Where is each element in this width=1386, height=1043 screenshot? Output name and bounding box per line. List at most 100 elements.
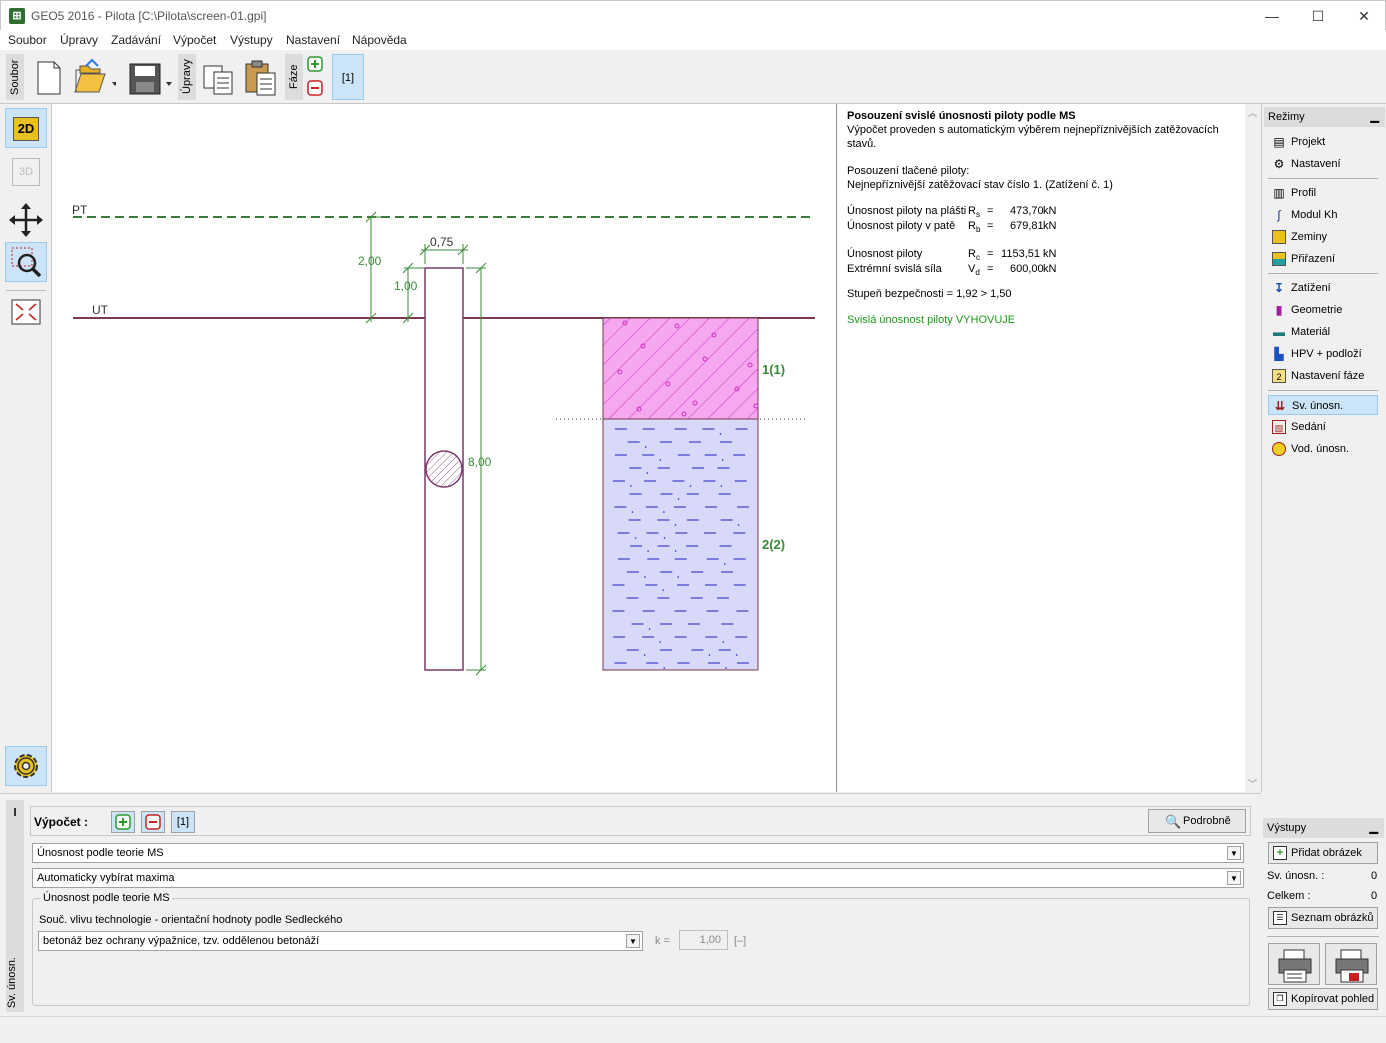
soil-dot bbox=[659, 641, 661, 643]
soil-layer-2 bbox=[602, 418, 759, 671]
method-select[interactable]: Únosnost podle teorie MS ▼ bbox=[32, 843, 1244, 863]
soil-dot bbox=[677, 576, 679, 578]
mode-sedani[interactable]: ▧Sedání bbox=[1268, 417, 1378, 437]
soil-dot bbox=[722, 641, 725, 643]
mode-vod-unosn[interactable]: Vod. únosn. bbox=[1268, 439, 1378, 459]
copy-data-icon[interactable] bbox=[200, 56, 238, 98]
print-pdf-button[interactable] bbox=[1325, 943, 1377, 985]
menu-zadavani[interactable]: Zadávání bbox=[111, 33, 162, 47]
pin-icon[interactable] bbox=[14, 808, 16, 816]
pile-cross-section bbox=[425, 450, 463, 488]
soil-dot bbox=[719, 433, 722, 435]
paste-data-icon[interactable] bbox=[242, 56, 280, 98]
rb-value: 679,81 bbox=[1010, 220, 1044, 232]
mode-material[interactable]: ▬Materiál bbox=[1268, 322, 1378, 342]
move-icon[interactable] bbox=[5, 200, 47, 240]
remove-calculation-button[interactable] bbox=[141, 811, 165, 833]
soil-dot bbox=[662, 589, 665, 591]
results-scrollbar[interactable]: ︿ ﹀ bbox=[1245, 104, 1260, 792]
add-phase-icon[interactable] bbox=[307, 56, 323, 72]
mode-prirazeni[interactable]: Přiřazení bbox=[1268, 249, 1378, 269]
mode-modul-kh[interactable]: ∫Modul Kh bbox=[1268, 205, 1378, 225]
menu-soubor[interactable]: Soubor bbox=[8, 33, 47, 47]
collapse-icon[interactable]: ▁ bbox=[1370, 111, 1379, 123]
soil-dot bbox=[663, 667, 666, 669]
zoom-extents-icon[interactable] bbox=[5, 292, 47, 332]
menu-vypocet[interactable]: Výpočet bbox=[173, 33, 217, 47]
load-icon: ↧ bbox=[1273, 281, 1285, 295]
collapse-icon[interactable]: ▁ bbox=[1369, 822, 1378, 834]
menu-upravy[interactable]: Úpravy bbox=[60, 33, 99, 47]
outputs-separator bbox=[1267, 936, 1379, 937]
mode-hpv-podlozi[interactable]: ▙HPV + podloží bbox=[1268, 344, 1378, 364]
mode-zeminy[interactable]: Zeminy bbox=[1268, 227, 1378, 247]
toolbar-group-file: Soubor bbox=[6, 54, 24, 100]
menu-vystupy[interactable]: Výstupy bbox=[230, 33, 273, 47]
mode-label: Přiřazení bbox=[1291, 253, 1336, 265]
modes-panel: Režimy ▁ ▤Projekt ⚙Nastavení ▥Profil ∫Mo… bbox=[1261, 104, 1386, 792]
soil-layer-1-label: 1(1) bbox=[762, 362, 785, 377]
minimize-button[interactable]: — bbox=[1265, 8, 1279, 24]
modulus-icon: ∫ bbox=[1277, 208, 1281, 222]
mode-projekt[interactable]: ▤Projekt bbox=[1268, 132, 1378, 152]
modes-separator bbox=[1268, 178, 1378, 179]
drawing-canvas[interactable]: PT UT 2,00 1,00 0,75 bbox=[52, 104, 837, 792]
details-button[interactable]: 🔍 Podrobně bbox=[1148, 809, 1246, 833]
new-file-icon[interactable] bbox=[30, 56, 68, 98]
chevron-down-icon[interactable]: ▼ bbox=[1227, 871, 1241, 885]
mode-sv-unosn[interactable]: ⇊Sv. únosn. bbox=[1268, 395, 1378, 415]
menu-nastaveni[interactable]: Nastavení bbox=[286, 33, 341, 47]
rb-unit: kN bbox=[1043, 220, 1057, 232]
menu-napoveda[interactable]: Nápověda bbox=[352, 33, 407, 47]
scroll-up-icon[interactable]: ︿ bbox=[1248, 108, 1258, 118]
add-calculation-button[interactable] bbox=[111, 811, 135, 833]
print-button[interactable] bbox=[1268, 943, 1320, 985]
view-toolbar: 2D 3D bbox=[0, 104, 52, 792]
mode-label: Projekt bbox=[1291, 136, 1326, 148]
soil-dot bbox=[721, 459, 724, 461]
chevron-down-icon[interactable]: ▼ bbox=[626, 934, 640, 948]
technology-select[interactable]: betonáž bez ochrany výpažnice, tzv. oddě… bbox=[38, 931, 643, 951]
add-image-button[interactable]: + Přidat obrázek bbox=[1268, 842, 1378, 864]
rc-label: Únosnost piloty bbox=[847, 248, 923, 260]
vertical-capacity-icon: ⇊ bbox=[1274, 399, 1286, 413]
view-3d-button[interactable]: 3D bbox=[5, 152, 47, 192]
soil-dot bbox=[725, 667, 727, 669]
outputs-panel: Výstupy ▁ + Přidat obrázek Sv. únosn. : … bbox=[1261, 816, 1386, 1016]
window-title: GEO5 2016 - Pilota [C:\Pilota\screen-01.… bbox=[31, 9, 267, 23]
maximize-button[interactable]: ☐ bbox=[1311, 8, 1325, 24]
calculation-1-tab[interactable]: [1] bbox=[171, 811, 195, 833]
mode-profil[interactable]: ▥Profil bbox=[1268, 183, 1378, 203]
mode-nastaveni[interactable]: ⚙Nastavení bbox=[1268, 154, 1378, 174]
phase-1-button[interactable]: [1] bbox=[332, 54, 364, 100]
soil-dot bbox=[708, 654, 711, 656]
close-button[interactable]: ✕ bbox=[1358, 8, 1370, 24]
scroll-down-icon[interactable]: ﹀ bbox=[1248, 779, 1258, 789]
zoom-window-icon[interactable] bbox=[5, 242, 47, 282]
mode-zatizeni[interactable]: ↧Zatížení bbox=[1268, 278, 1378, 298]
outputs-header-label: Výstupy bbox=[1267, 822, 1307, 834]
rb-symbol: R bbox=[968, 220, 976, 232]
mode-label: Materiál bbox=[1291, 326, 1331, 338]
pile-drawing: PT UT 2,00 1,00 0,75 bbox=[72, 203, 815, 676]
mode-geometrie[interactable]: ▮Geometrie bbox=[1268, 300, 1378, 320]
calc-tab: Sv. únosn. bbox=[6, 800, 24, 1012]
chevron-down-icon[interactable]: ▼ bbox=[1227, 846, 1241, 860]
copy-view-button[interactable]: ❐ Kopírovat pohled bbox=[1268, 988, 1378, 1010]
gear-icon: ⚙ bbox=[1273, 157, 1285, 171]
load-case-select[interactable]: Automaticky vybírat maxima ▼ bbox=[32, 868, 1244, 888]
calculation-panel: Sv. únosn. Výpočet : bbox=[0, 793, 1261, 1016]
save-file-icon[interactable] bbox=[126, 56, 172, 98]
soil-dot bbox=[737, 524, 740, 526]
soil-dot bbox=[644, 576, 646, 578]
printer-pdf-icon bbox=[1335, 949, 1369, 983]
view-2d-button[interactable]: 2D bbox=[5, 108, 47, 148]
k-unit: [–] bbox=[734, 935, 747, 947]
open-file-icon[interactable] bbox=[70, 56, 118, 98]
image-list-button[interactable]: ☰ Seznam obrázků bbox=[1268, 907, 1378, 929]
remove-phase-icon[interactable] bbox=[307, 80, 323, 96]
results-line-3: Posouzení tlačené piloty: bbox=[847, 165, 970, 177]
drawing-settings-gear-icon[interactable] bbox=[5, 746, 47, 786]
k-value-field[interactable]: 1,00 bbox=[679, 930, 728, 950]
